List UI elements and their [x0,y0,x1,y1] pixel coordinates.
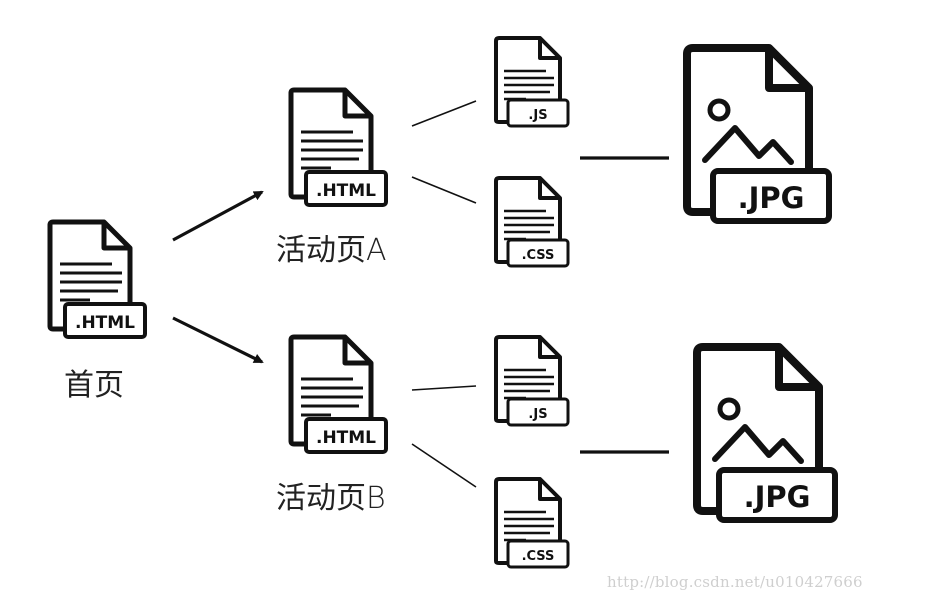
line-page-a-to-css [411,176,477,204]
page-b-caption: 活动页B [276,481,386,516]
page-b-jpg-ext-label: .JPG [744,480,811,514]
page-a-html-file-icon: .HTML [288,87,388,207]
watermark-text: http://blog.csdn.net/u010427666 [607,573,863,591]
page-a-js-ext-label: .JS [528,108,547,123]
home-html-file-icon: .HTML [47,219,147,339]
home-caption: 首页 [64,368,124,403]
line-page-b-to-js [411,385,477,391]
page-a-js-file-icon: .JS [494,36,570,128]
page-a-css-file-icon: .CSS [494,176,570,268]
page-b-html-file-icon: .HTML [288,334,388,454]
page-a-jpg-image-icon: .JPG [683,44,832,224]
page-b-ext-label: .HTML [316,428,376,448]
page-b-jpg-image-icon: .JPG [693,343,838,523]
arrow-home-to-page-a [172,190,264,242]
page-a-ext-label: .HTML [316,181,376,201]
page-a-caption: 活动页A [276,233,387,268]
page-a-jpg-ext-label: .JPG [738,181,805,215]
page-a-css-ext-label: .CSS [522,248,555,263]
page-b-css-ext-label: .CSS [522,549,555,564]
home-ext-label: .HTML [75,313,135,333]
arrow-home-to-page-b [172,316,264,364]
page-b-js-ext-label: .JS [528,407,547,422]
page-b-js-file-icon: .JS [494,335,570,427]
line-page-b-to-css [411,443,477,488]
line-page-a-to-js [411,100,477,127]
page-b-css-file-icon: .CSS [494,477,570,569]
